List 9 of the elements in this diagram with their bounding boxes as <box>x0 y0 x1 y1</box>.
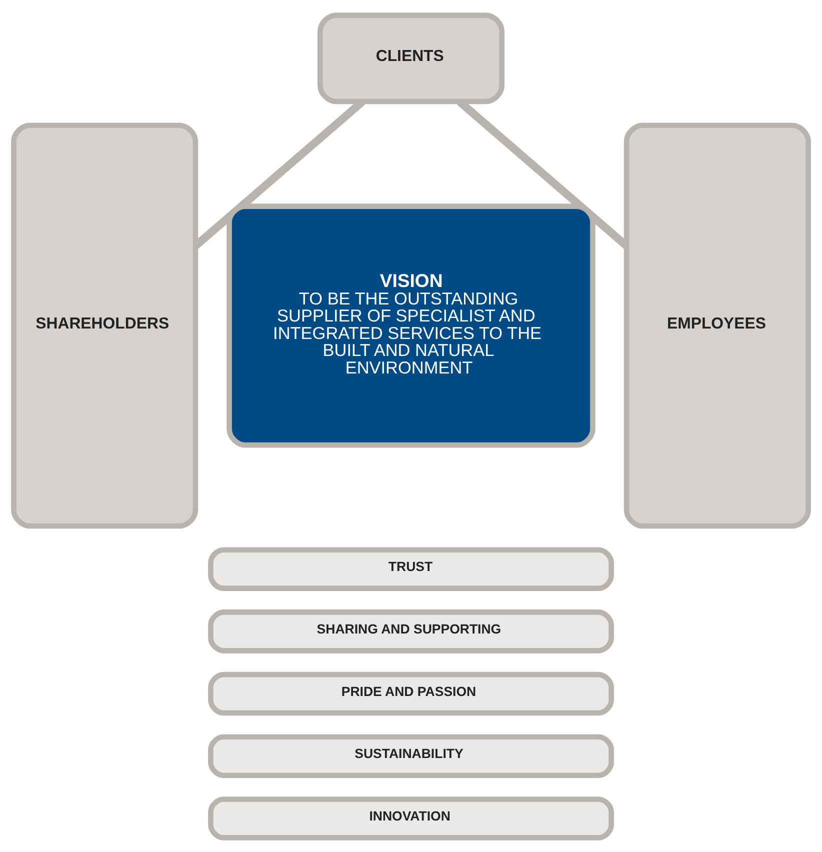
node-box: TRUST <box>208 546 614 590</box>
node-box: VISION TO BE THE OUTSTANDING SUPPLIER OF SPECIALIST AND INTEGRATED SERVICES TO THE BUILT AND NATURAL ENVIRONMENT <box>226 203 596 448</box>
node-box: EMPLOYEES <box>624 122 811 528</box>
node-box: PRIDE AND PASSION <box>208 671 614 716</box>
node-box: CLIENTS <box>317 12 505 104</box>
node-box: SHARING AND SUPPORTING <box>208 609 614 653</box>
node-box: SUSTAINABILITY <box>208 734 614 778</box>
node-box: INNOVATION <box>208 796 614 840</box>
node-box: SHAREHOLDERS <box>11 122 198 528</box>
